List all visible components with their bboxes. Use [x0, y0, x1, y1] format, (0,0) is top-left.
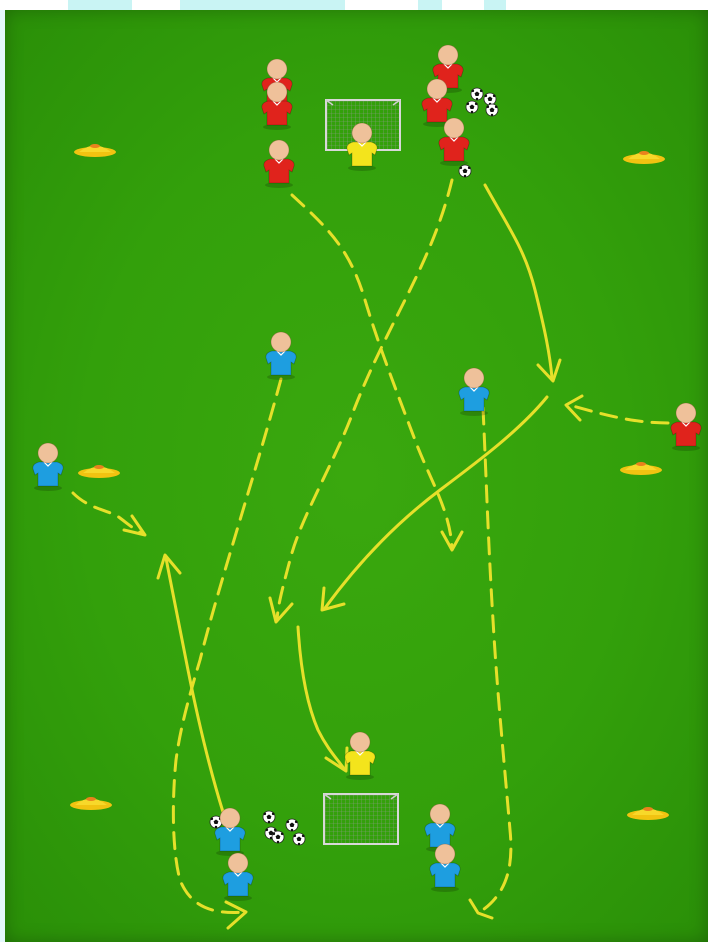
pass-arrow	[485, 185, 552, 378]
pass-arrow	[166, 558, 223, 812]
soccer-ball-icon	[263, 811, 275, 823]
player-icon	[223, 853, 253, 901]
player-icon	[266, 332, 296, 380]
player-icon	[215, 808, 245, 856]
soccer-ball-icon	[471, 88, 483, 100]
soccer-ball-icon	[459, 165, 471, 177]
player-icon	[33, 443, 63, 491]
cone-icon	[620, 462, 662, 475]
soccer-ball-icon	[466, 101, 478, 113]
cone-icon	[74, 144, 116, 157]
pass-arrow	[325, 397, 547, 608]
arrow-head	[470, 900, 492, 918]
soccer-ball-icon	[486, 104, 498, 116]
soccer-ball-icon	[286, 819, 298, 831]
goal-net-icon	[324, 794, 398, 844]
run-arrow	[573, 406, 668, 423]
run-arrow	[480, 408, 511, 912]
cone-icon	[78, 465, 120, 478]
player-icon	[425, 804, 455, 852]
soccer-ball-icon	[293, 833, 305, 845]
arrow-head	[226, 902, 246, 928]
run-arrow	[277, 180, 452, 620]
run-arrow	[73, 493, 143, 534]
soccer-ball-icon	[484, 93, 496, 105]
player-icon	[345, 732, 375, 780]
arrow-head	[124, 516, 145, 535]
soccer-ball-icon	[272, 831, 284, 843]
player-icon	[459, 368, 489, 416]
cone-icon	[623, 151, 665, 164]
pass-arrow	[298, 627, 345, 770]
player-icon	[671, 403, 701, 451]
cone-icon	[627, 807, 669, 820]
player-icon	[264, 140, 294, 188]
cone-icon	[70, 797, 112, 810]
